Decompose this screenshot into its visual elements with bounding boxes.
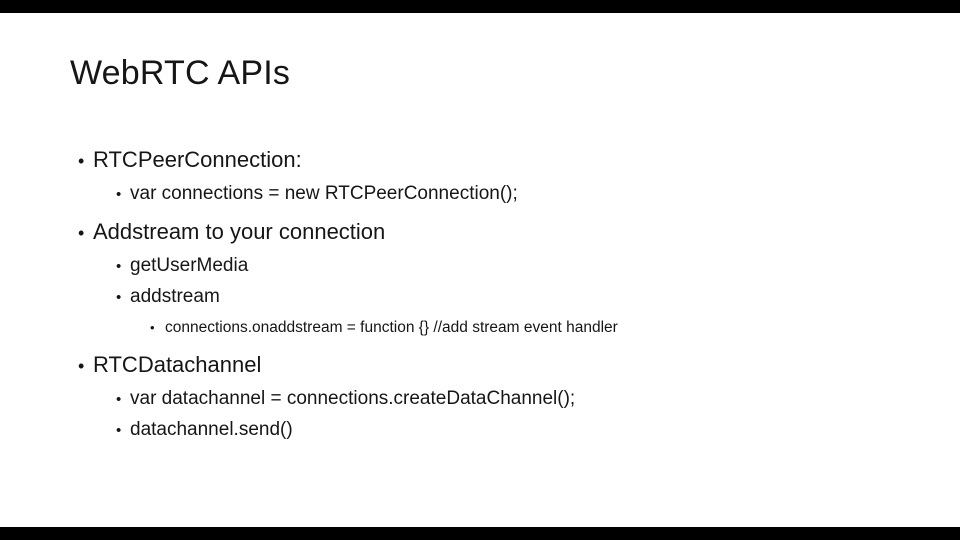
bullet-item: • RTCPeerConnection: [78,142,930,179]
bullet-marker-icon: • [78,223,85,243]
bullet-item: • var connections = new RTCPeerConnection… [78,179,930,210]
bullet-marker-icon: • [116,186,122,203]
bullet-text: Addstream to your connection [93,219,386,244]
bullet-item: • connections.onaddstream = function {} /… [78,313,930,343]
letterbox-bottom-bar [0,527,960,540]
bullet-list: • RTCPeerConnection: • var connections = ne… [78,138,930,446]
bullet-item: • datachannel.send() [78,415,930,446]
bullet-marker-icon: • [116,391,122,408]
bullet-text: RTCPeerConnection: [93,147,302,172]
bullet-marker-icon: • [116,258,122,275]
slide-title: WebRTC APIs [70,54,291,92]
bullet-text: connections.onaddstream = function {} //… [165,319,618,336]
bullet-marker-icon: • [78,356,85,376]
bullet-item: • RTCDatachannel [78,347,930,384]
bullet-item: • getUserMedia [78,251,930,282]
bullet-item: • Addstream to your connection [78,214,930,251]
bullet-marker-icon: • [150,320,155,335]
bullet-text: datachannel.send() [130,419,293,440]
bullet-marker-icon: • [116,289,122,306]
bullet-item: • var datachannel = connections.createDat… [78,384,930,415]
bullet-text: var connections = new RTCPeerConnection(… [130,183,518,204]
bullet-text: getUserMedia [130,255,249,276]
bullet-text: RTCDatachannel [93,352,262,377]
bullet-marker-icon: • [116,422,122,439]
bullet-item: • addstream [78,282,930,313]
slide-canvas: WebRTC APIs • RTCPeerConnection: • var conn… [0,13,960,527]
bullet-text: addstream [130,286,220,307]
letterbox-top-bar [0,0,960,13]
bullet-marker-icon: • [78,151,85,171]
bullet-text: var datachannel = connections.createData… [130,388,576,409]
